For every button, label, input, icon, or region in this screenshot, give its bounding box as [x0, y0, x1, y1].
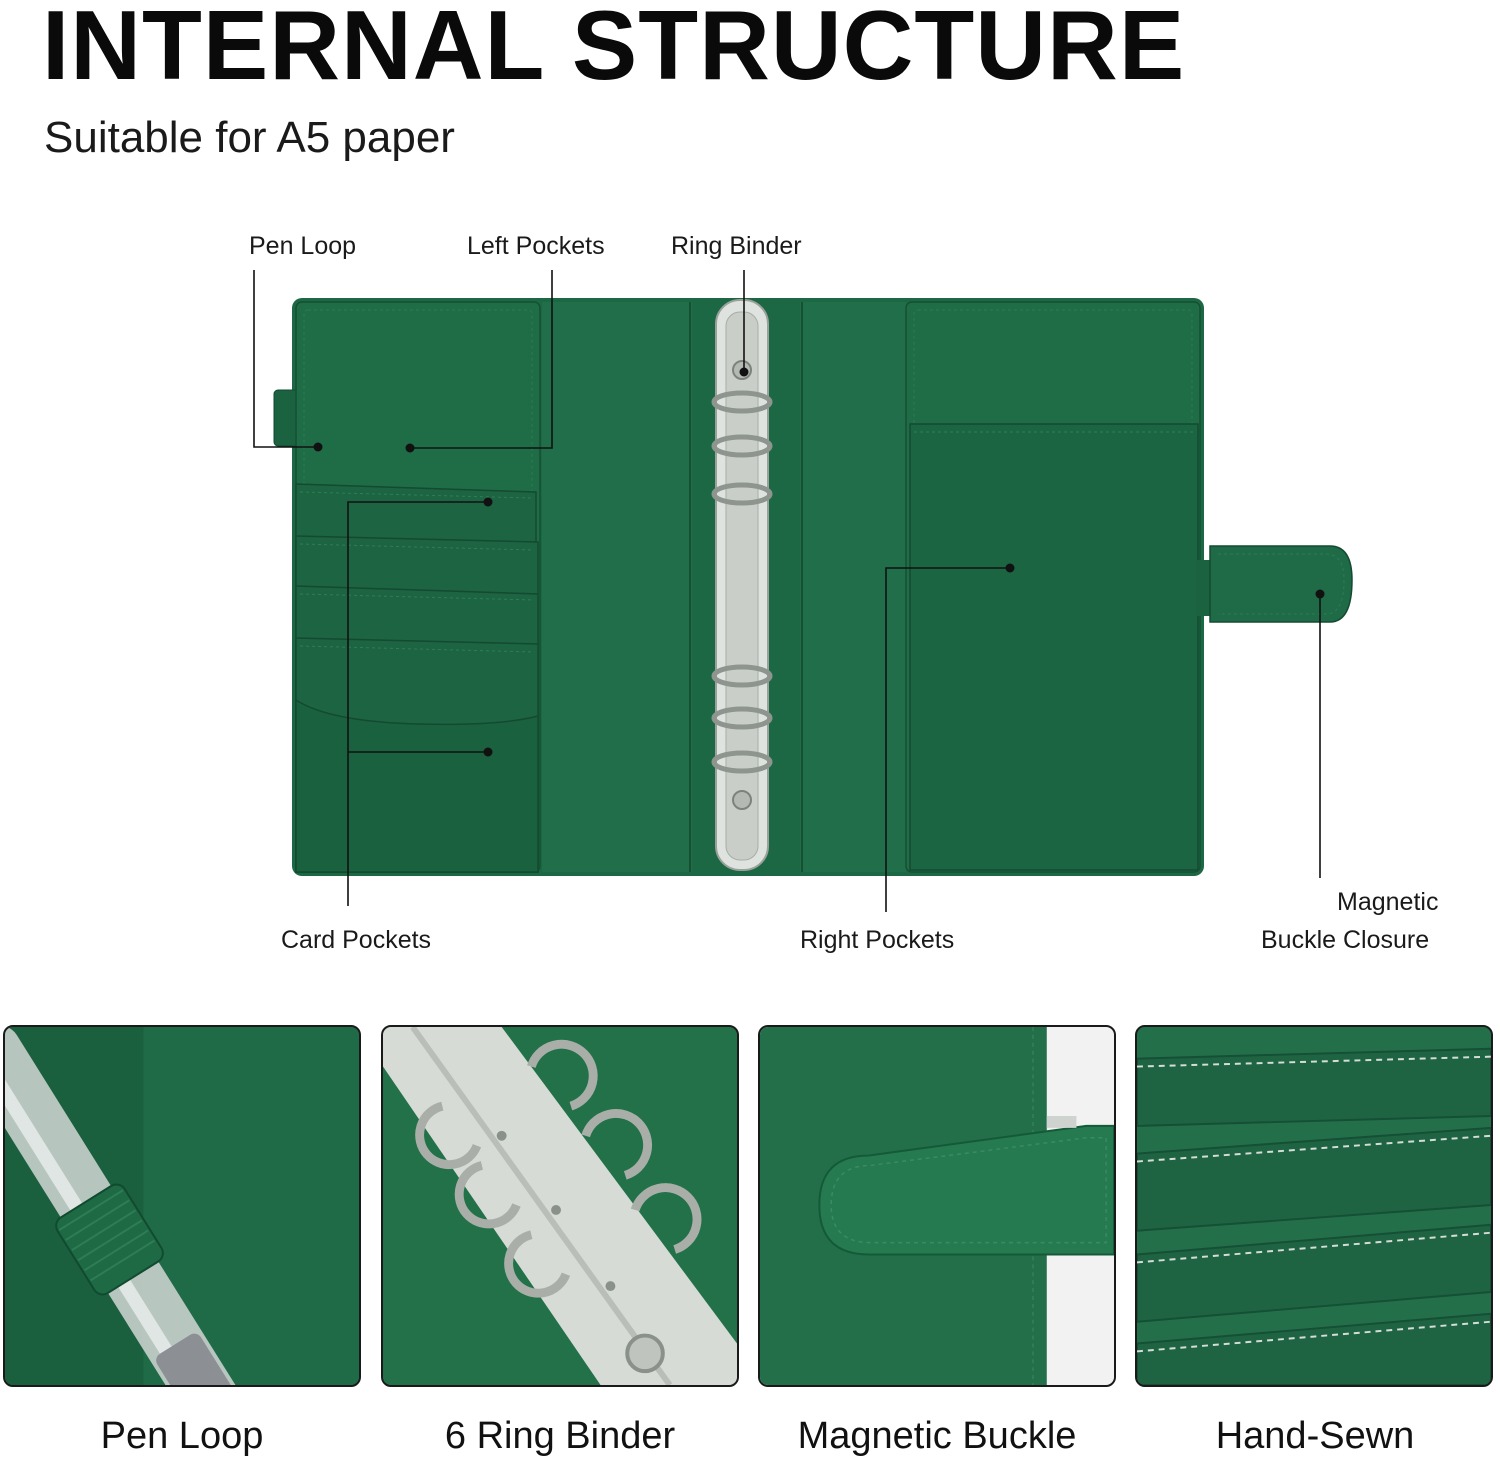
callout-left-pockets: Left Pockets — [467, 232, 605, 260]
caption-pen-loop: Pen Loop — [100, 1415, 264, 1457]
caption-hand-sewn: Hand-Sewn — [1215, 1415, 1415, 1457]
callout-magnetic-line2: Buckle Closure — [1261, 926, 1430, 954]
hand-sewn-photo — [1137, 1027, 1491, 1385]
callout-pen-loop: Pen Loop — [249, 232, 357, 260]
magnetic-buckle-strap — [1196, 545, 1353, 623]
page-subtitle: Suitable for A5 paper — [44, 113, 455, 162]
ring-binder-mechanism — [711, 299, 773, 871]
leader-lines — [253, 270, 1321, 912]
binder-diagram — [253, 270, 1353, 912]
thumb-ring-binder — [381, 1025, 739, 1387]
pen-loop-tab — [273, 389, 299, 447]
caption-magnetic-buckle: Magnetic Buckle — [797, 1415, 1077, 1457]
callout-magnetic-line1: Magnetic — [1337, 888, 1439, 916]
spine-right — [800, 302, 906, 872]
callout-right-pockets: Right Pockets — [800, 926, 955, 954]
right-pocket — [909, 423, 1199, 871]
pen-loop-photo — [5, 1027, 359, 1385]
thumb-pen-loop — [3, 1025, 361, 1387]
card-pockets — [295, 483, 539, 873]
leader-dots — [313, 367, 1325, 757]
caption-6-ring-binder: 6 Ring Binder — [444, 1415, 676, 1457]
page-title: INTERNAL STRUCTURE — [42, 0, 1186, 100]
callout-card-pockets: Card Pockets — [281, 926, 432, 954]
callout-ring-binder: Ring Binder — [671, 232, 802, 260]
thumb-hand-sewn — [1135, 1025, 1493, 1387]
thumb-magnetic-buckle — [758, 1025, 1116, 1387]
magnetic-buckle-photo — [760, 1027, 1114, 1385]
ring-binder-photo — [383, 1027, 737, 1385]
spine-left — [542, 302, 692, 872]
